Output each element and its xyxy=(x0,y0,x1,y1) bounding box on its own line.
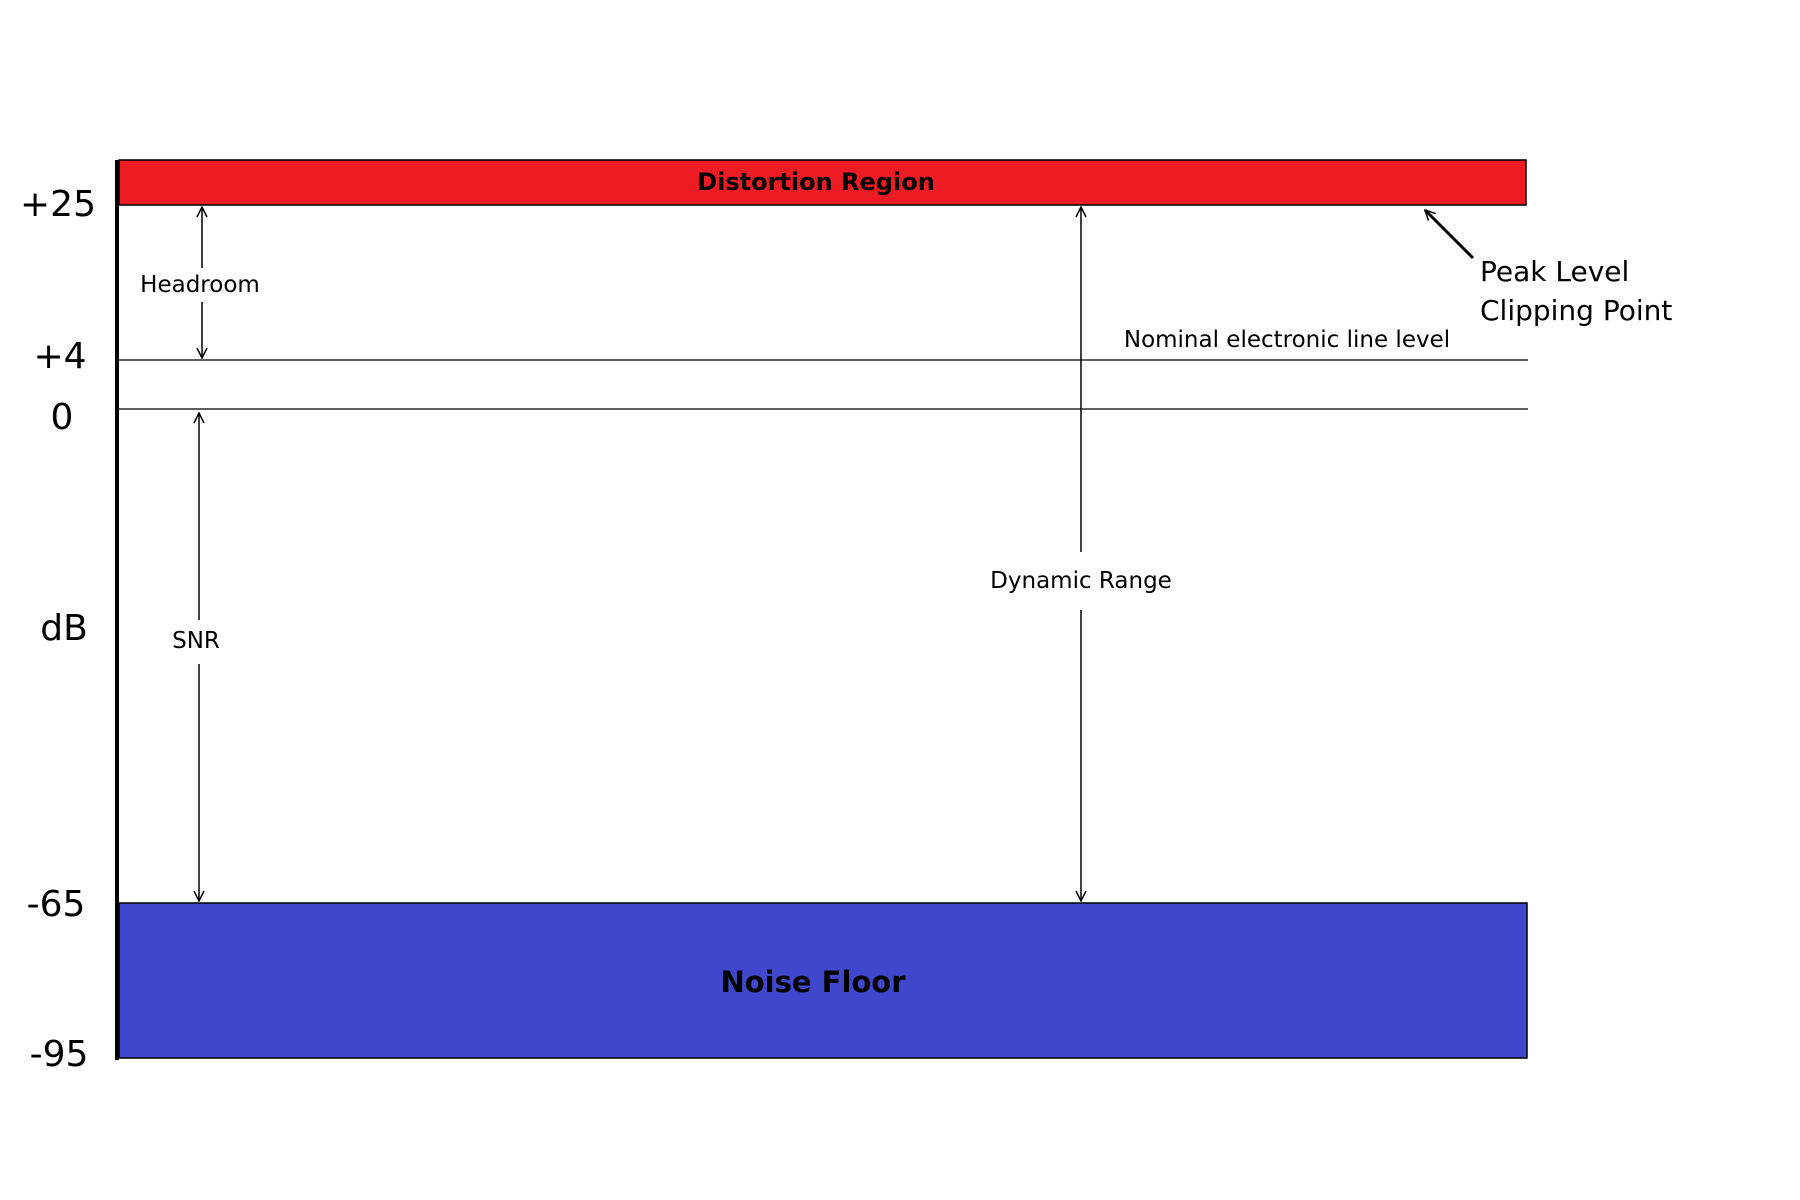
headroom-label-backdrop xyxy=(135,268,265,302)
nominal-level-label: Nominal electronic line level xyxy=(1124,327,1450,353)
peak-level-pointer-arrow xyxy=(1425,210,1475,260)
tick-label-zero: 0 xyxy=(51,397,74,438)
tick-label-plus4: +4 xyxy=(33,336,86,377)
axis-unit-label: dB xyxy=(40,608,88,649)
clipping-point-label: Clipping Point xyxy=(1480,294,1672,327)
peak-level-label: Peak Level xyxy=(1480,255,1629,288)
dynamic-range-label-backdrop xyxy=(990,552,1172,610)
distortion-region-bar xyxy=(118,159,1527,206)
headroom-label: Headroom xyxy=(140,272,260,298)
snr-label-backdrop xyxy=(165,620,235,664)
tick-label-plus25: +25 xyxy=(20,184,96,225)
distortion-region-label: Distortion Region xyxy=(697,168,935,196)
tick-label-minus65: -65 xyxy=(27,884,86,925)
dynamic-range-label: Dynamic Range xyxy=(990,568,1172,594)
noise-floor-label: Noise Floor xyxy=(720,965,906,999)
tick-label-minus95: -95 xyxy=(30,1034,89,1075)
noise-floor-bar xyxy=(118,902,1528,1059)
snr-label: SNR xyxy=(172,628,220,654)
